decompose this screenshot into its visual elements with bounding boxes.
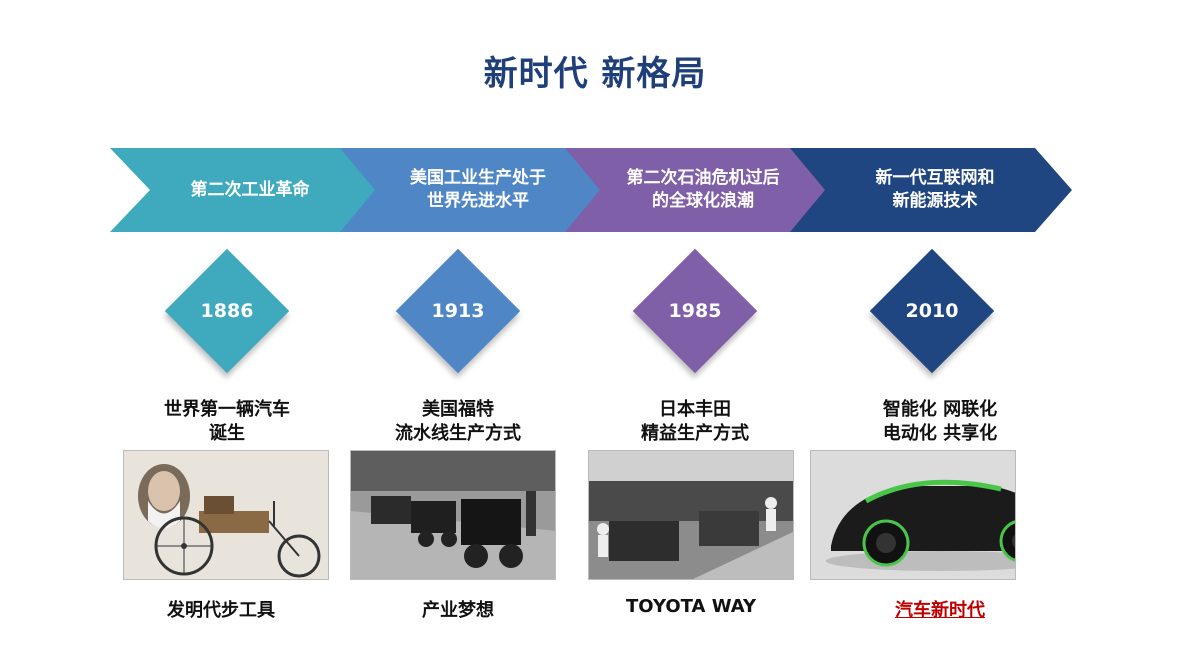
- phase-label-1: 第二次工业革命: [190, 179, 310, 200]
- bottom-label-2: 产业梦想: [422, 600, 494, 621]
- page-title: 新时代 新格局: [483, 54, 707, 94]
- phase-arrow-2: [340, 148, 605, 232]
- first-car-photo: [123, 450, 329, 580]
- ford-assembly-line-photo: [350, 450, 556, 580]
- year-label: 1985: [668, 300, 722, 322]
- year-diamond-3: 1985: [632, 248, 758, 374]
- milestone-caption-2: 美国福特 流水线生产方式: [395, 399, 521, 444]
- year-diamond-2: 1913: [395, 248, 521, 374]
- phase-arrow-3: [565, 148, 830, 232]
- concept-car-photo: [810, 450, 1016, 580]
- year-label: 1913: [431, 300, 485, 322]
- timeline-arrows: [110, 148, 1072, 232]
- phase-label-2: 美国工业生产处于 世界先进水平: [410, 168, 546, 211]
- milestone-caption-1: 世界第一辆汽车 诞生: [164, 399, 290, 444]
- year-diamond-1: 1886: [164, 248, 290, 374]
- bottom-label-4[interactable]: 汽车新时代: [895, 600, 985, 621]
- phase-label-4: 新一代互联网和 新能源技术: [875, 168, 995, 211]
- phase-arrow-1: [110, 148, 380, 232]
- bottom-label-1: 发明代步工具: [167, 600, 275, 621]
- year-label: 2010: [905, 300, 959, 322]
- year-label: 1886: [200, 300, 254, 322]
- milestone-caption-3: 日本丰田 精益生产方式: [641, 399, 749, 444]
- toyota-factory-photo: [588, 450, 794, 580]
- bottom-label-3: TOYOTA WAY: [626, 596, 756, 617]
- year-diamond-4: 2010: [869, 248, 995, 374]
- phase-label-3: 第二次石油危机过后 的全球化浪潮: [626, 168, 780, 211]
- milestone-caption-4: 智能化 网联化 电动化 共享化: [882, 399, 998, 444]
- phase-arrow-4: [790, 148, 1072, 232]
